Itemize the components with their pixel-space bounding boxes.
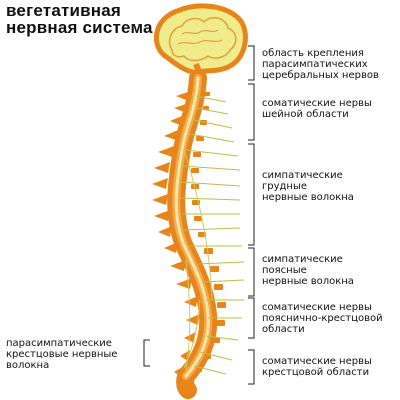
label-parasympathetic-cerebral: область крепления парасимпатических цере… (262, 48, 379, 81)
label-somatic-sacral: соматические нервы крестцовой области (262, 356, 372, 378)
label-somatic-lumbosacral: соматические нервы пояснично-крестцовой … (262, 302, 383, 335)
nerve-fibres (179, 95, 245, 375)
title-line-2: нервная система (6, 18, 153, 37)
label-brackets-right (248, 45, 255, 385)
vertebral-bodies (191, 92, 226, 372)
label-parasympathetic-sacral: парасимпатические крестцовые нервные вол… (6, 338, 118, 371)
title-line-1: вегетативная (6, 1, 122, 20)
label-sympathetic-thoracic: симпатические грудные нервные волокна (262, 170, 354, 203)
diagram-title: вегетативная нервная система (6, 2, 153, 36)
brain (153, 3, 248, 80)
bracket-cerebral (248, 45, 255, 81)
spinal-column (167, 69, 218, 399)
vertebral-processes (152, 92, 200, 377)
bracket-cervical (248, 83, 255, 141)
bracket-lumbosacral (248, 297, 255, 339)
bracket-sacral (248, 349, 255, 385)
bracket-lumbar (248, 247, 255, 297)
bracket-thoracic (248, 143, 255, 246)
label-somatic-cervical: соматические нервы шейной области (262, 98, 372, 120)
label-bracket-left (143, 339, 150, 367)
label-sympathetic-lumbar: симпатические поясные нервные волокна (262, 254, 354, 287)
